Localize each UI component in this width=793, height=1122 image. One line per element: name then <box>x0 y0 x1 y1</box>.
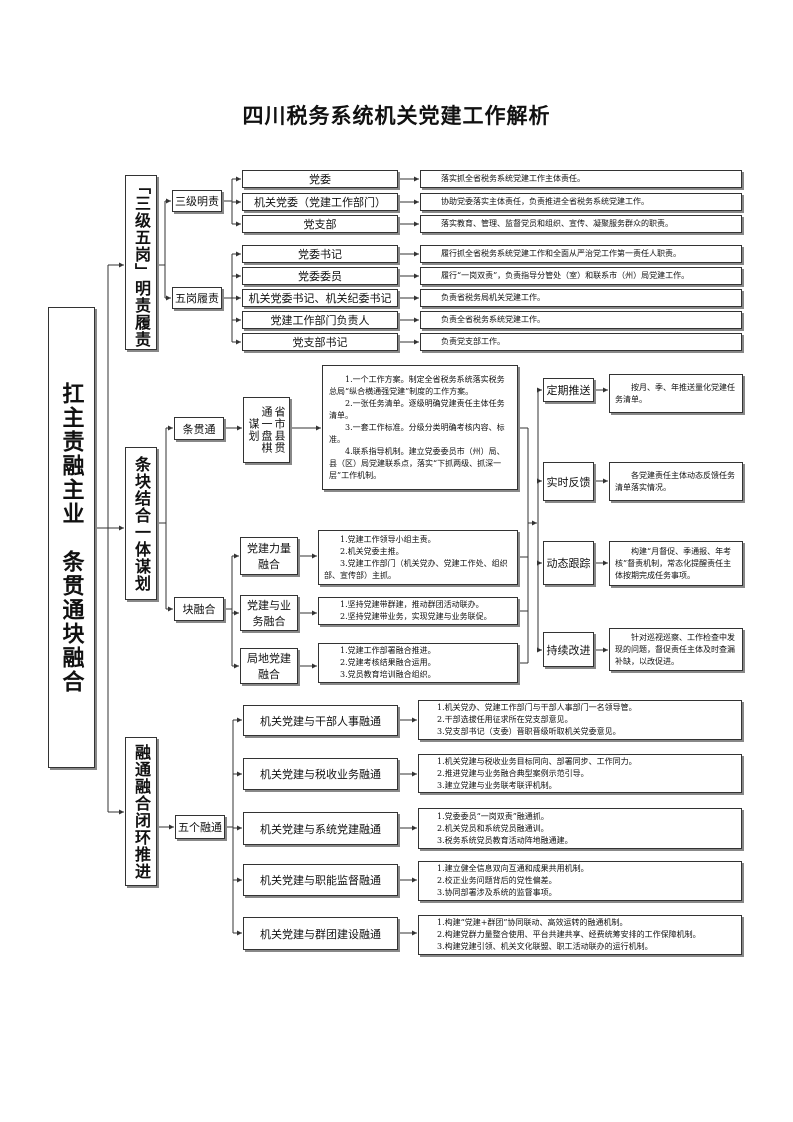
role-box: 党委委员 <box>242 267 398 285</box>
fusion-points: 1.坚持党建带群建，推动群团活动联办。 2.坚持党建带业务，实现党建与业务联促。 <box>318 597 518 625</box>
wuge-box: 五个融通 <box>175 815 225 839</box>
role-box: 机关党委（党建工作部门） <box>242 193 398 211</box>
loop-step: 实时反馈 <box>543 462 594 501</box>
point: 2.校正业务问题背后的党性偏差。 <box>437 876 557 885</box>
integration-box: 机关党建与税收业务融通 <box>243 758 398 790</box>
point: 2.推进党建与业务融合典型案例示范引导。 <box>437 768 589 778</box>
root-label: 扛主责融主业 条贯通块融合 <box>58 381 85 694</box>
role-desc: 落实抓全省税务系统党建工作主体责任。 <box>420 170 742 188</box>
root-box: 扛主责融主业 条贯通块融合 <box>48 307 95 768</box>
integration-points: 1.构建“党建+群团”协同联动、高效运转的融通机制。 2.构建党群力量整合使用、… <box>418 915 742 955</box>
point: 2.干部选拔任用征求所在党支部意见。 <box>437 715 573 724</box>
section-b-label: 条块结合一体谋划 <box>132 455 151 592</box>
point: 3.一套工作标准。分级分类明确考核内容、标准。 <box>329 422 505 444</box>
point: 3.党支部书记（支委）晋职晋级听取机关党委意见。 <box>437 727 621 736</box>
fusion-box: 党建力量融合 <box>240 537 298 575</box>
page-title: 四川税务系统机关党建工作解析 <box>242 103 551 128</box>
section-a-box: 「三级五岗」明责履责 <box>125 175 157 350</box>
point: 2.党建考核结果融合运用。 <box>340 658 436 667</box>
tiao-box: 条贯通 <box>174 417 224 440</box>
kuai-box: 块融合 <box>174 597 224 621</box>
point: 2.坚持党建带业务，实现党建与业务联促。 <box>340 612 492 621</box>
role-box: 党委 <box>242 170 398 188</box>
loop-step: 定期推送 <box>543 378 594 402</box>
point: 3.建立党建与业务联考联评机制。 <box>437 780 557 790</box>
fusion-points: 1.党建工作部署融合推进。 2.党建考核结果融合运用。 3.党员教育培训融合组织… <box>318 643 518 683</box>
loop-step: 持续改进 <box>543 632 594 667</box>
integration-box: 机关党建与群团建设融通 <box>243 917 398 950</box>
point: 3.构建党建引领、机关文化联盟、职工活动联办的运行机制。 <box>437 942 653 951</box>
role-desc: 协助党委落实主体责任，负责推进全省税务系统党建工作。 <box>420 193 742 211</box>
role-desc: 履行抓全省税务系统党建工作和全面从严治党工作第一责任人职责。 <box>420 245 742 263</box>
loop-step: 动态跟踪 <box>543 541 594 585</box>
role-box: 党建工作部门负责人 <box>242 311 398 329</box>
point: 2.机关党员和系统党员融通训。 <box>437 823 549 833</box>
point: 3.党员教育培训融合组织。 <box>340 670 436 679</box>
fusion-box: 局地党建融合 <box>240 648 298 684</box>
loop-desc: 按月、季、年推送量化党建任务清单。 <box>609 374 743 413</box>
point: 1.党委委员“一岗双责”融通抓。 <box>437 811 549 821</box>
point: 1.机关党办、党建工作部门与干部人事部门一名领导管。 <box>437 703 637 712</box>
point: 1.一个工作方案。制定全省税务系统落实税务总局“纵合横通强党建”制度的工作方案。 <box>329 374 505 396</box>
point: 1.党建工作部署融合推进。 <box>340 646 436 655</box>
loop-desc-text: 构建“月督促、季通报、年考核”督责机制，常态化提醒责任主体按期完成任务事项。 <box>615 546 732 580</box>
fusion-points: 1.党建工作领导小组主责。 2.机关党委主推。 3.党建工作部门（机关党办、党建… <box>318 530 518 585</box>
section-b-box: 条块结合一体谋划 <box>125 447 157 600</box>
point: 1.党建工作领导小组主责。 <box>340 534 436 544</box>
point: 3.税务系统党员教育活动阵地融通建。 <box>437 835 573 845</box>
integration-points: 1.机关党建与税收业务目标同向、部署同步、工作同力。 2.推进党建与业务融合典型… <box>418 754 742 793</box>
role-desc: 负责党支部工作。 <box>420 333 742 351</box>
integration-points: 1.党委委员“一岗双责”融通抓。 2.机关党员和系统党员融通训。 3.税务系统党… <box>418 808 742 849</box>
group-wugang: 五岗履责 <box>172 287 222 309</box>
role-desc: 落实教育、管理、监督党员和组织、宣传、凝聚服务群众的职责。 <box>420 215 742 233</box>
tiao-sub-box: 省市县贯通一盘棋谋划 <box>243 397 290 463</box>
section-a-label: 「三级五岗」明责履责 <box>132 177 151 348</box>
role-desc: 负责全省税务系统党建工作。 <box>420 311 742 329</box>
point: 1.坚持党建带群建，推动群团活动联办。 <box>340 600 484 609</box>
group-sanji: 三级明责 <box>172 190 222 212</box>
point: 2.构建党群力量整合使用、平台共建共享、经费统筹安排的工作保障机制。 <box>437 930 701 939</box>
point: 2.一张任务清单。逐级明确党建责任主体任务清单。 <box>329 398 505 420</box>
fusion-box: 党建与业务融合 <box>240 595 298 631</box>
role-box: 机关党委书记、机关纪委书记 <box>242 289 398 307</box>
point: 3.协同部署涉及系统的监督事项。 <box>437 888 557 897</box>
section-c-label: 融通融合闭环推进 <box>132 743 151 880</box>
role-desc: 负责省税务局机关党建工作。 <box>420 289 742 307</box>
integration-box: 机关党建与系统党建融通 <box>243 812 398 845</box>
integration-box: 机关党建与干部人事融通 <box>243 705 398 736</box>
loop-desc: 构建“月督促、季通报、年考核”督责机制，常态化提醒责任主体按期完成任务事项。 <box>609 541 743 586</box>
point: 1.构建“党建+群团”协同联动、高效运转的融通机制。 <box>437 918 628 927</box>
role-desc: 履行“一岗双责”，负责指导分管处（室）和联系市（州）局党建工作。 <box>420 267 742 285</box>
point: 4.联系指导机制。建立党委委员市（州）局、县（区）局党建联系点，落实“下抓两级、… <box>329 446 505 480</box>
tiao-points: 1.一个工作方案。制定全省税务系统落实税务总局“纵合横通强党建”制度的工作方案。… <box>322 365 518 490</box>
role-box: 党支部 <box>242 215 398 233</box>
point: 1.建立健全信息双向互通和成果共用机制。 <box>437 864 589 873</box>
loop-desc: 针对巡视巡察、工作检查中发现的问题，督促责任主体及时查漏补缺，以改促进。 <box>609 628 743 671</box>
role-box: 党委书记 <box>242 245 398 263</box>
tiao-sub-label: 省市县贯通一盘棋谋划 <box>247 406 286 454</box>
integration-points: 1.机关党办、党建工作部门与干部人事部门一名领导管。 2.干部选拔任用征求所在党… <box>418 700 742 740</box>
loop-desc-text: 针对巡视巡察、工作检查中发现的问题，督促责任主体及时查漏补缺，以改促进。 <box>615 632 735 666</box>
point: 1.机关党建与税收业务目标同向、部署同步、工作同力。 <box>437 756 637 766</box>
loop-desc-text: 按月、季、年推送量化党建任务清单。 <box>615 382 735 404</box>
role-box: 党支部书记 <box>242 333 398 351</box>
integration-points: 1.建立健全信息双向互通和成果共用机制。 2.校正业务问题背后的党性偏差。 3.… <box>418 861 742 901</box>
section-c-box: 融通融合闭环推进 <box>125 737 157 886</box>
loop-desc: 各党建责任主体动态反馈任务清单落实情况。 <box>609 462 743 501</box>
loop-desc-text: 各党建责任主体动态反馈任务清单落实情况。 <box>615 470 735 492</box>
point: 3.党建工作部门（机关党办、党建工作处、组织部、宣传部）主抓。 <box>324 558 508 580</box>
point: 2.机关党委主推。 <box>340 546 404 556</box>
integration-box: 机关党建与职能监督融通 <box>243 864 398 896</box>
